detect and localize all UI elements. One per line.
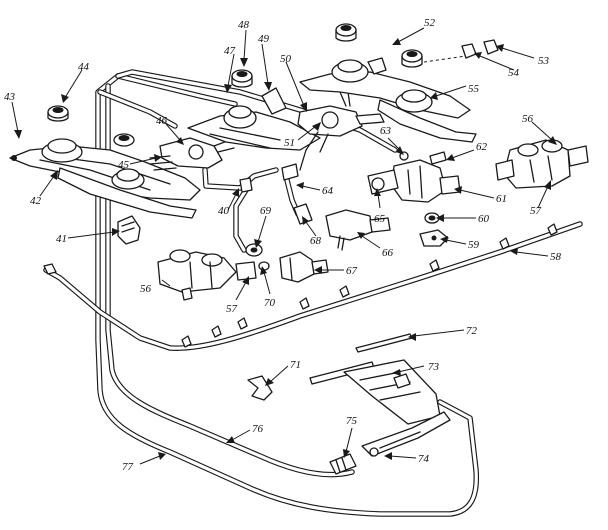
callout-63: 63 bbox=[380, 125, 392, 137]
callout-62: 62 bbox=[476, 141, 488, 153]
callout-50: 50 bbox=[280, 53, 292, 65]
burner-head-50 bbox=[297, 91, 385, 171]
regulator-61 bbox=[367, 151, 461, 203]
callout-76: 76 bbox=[252, 423, 264, 435]
rod-72 bbox=[355, 333, 413, 353]
callout-77: 77 bbox=[122, 461, 134, 473]
fitting-62 bbox=[429, 151, 447, 165]
callout-54: 54 bbox=[508, 67, 520, 79]
callout-65: 65 bbox=[374, 213, 386, 225]
callout-59: 59 bbox=[468, 239, 480, 251]
callout-51: 51 bbox=[284, 137, 295, 149]
callout-44: 44 bbox=[78, 61, 90, 73]
center-burner-47 bbox=[187, 87, 321, 151]
callout-labels: 44 43 42 41 45 46 47 48 49 50 51 52 53 5… bbox=[4, 17, 562, 473]
callout-42: 42 bbox=[30, 195, 42, 207]
callout-60: 60 bbox=[478, 213, 490, 225]
bracket-74 bbox=[361, 411, 451, 457]
callout-72: 72 bbox=[466, 325, 478, 337]
callout-69: 69 bbox=[260, 205, 272, 217]
orifice-tube-64 bbox=[281, 163, 313, 225]
leader-lines bbox=[11, 27, 557, 465]
callout-48: 48 bbox=[238, 19, 250, 31]
supply-tube-77 bbox=[95, 73, 480, 517]
bracket-71 bbox=[247, 375, 273, 401]
callout-68: 68 bbox=[310, 235, 322, 247]
manifold-pipe-58 bbox=[43, 221, 583, 351]
callout-56-left: 56 bbox=[140, 283, 152, 295]
callout-40: 40 bbox=[218, 205, 230, 217]
burner-bracket-42 bbox=[9, 138, 201, 219]
callout-57-left: 57 bbox=[226, 303, 238, 315]
clip-41 bbox=[117, 215, 141, 245]
callout-66: 66 bbox=[382, 247, 394, 259]
gas-tube-40 bbox=[202, 167, 279, 253]
callout-61: 61 bbox=[496, 193, 507, 205]
nut-70 bbox=[258, 261, 270, 271]
callout-55: 55 bbox=[468, 83, 480, 95]
grommet-52 bbox=[335, 23, 423, 68]
callout-57-right: 57 bbox=[530, 205, 542, 217]
callout-47: 47 bbox=[224, 45, 236, 57]
grommet-44 bbox=[47, 105, 69, 122]
fitting-75 bbox=[329, 453, 357, 475]
callout-71: 71 bbox=[290, 359, 301, 371]
callout-73: 73 bbox=[428, 361, 440, 373]
fitting-59 bbox=[419, 229, 449, 247]
valve-56-right bbox=[495, 139, 589, 189]
callout-56-right: 56 bbox=[522, 113, 534, 125]
callout-43: 43 bbox=[4, 91, 16, 103]
screws-53-54 bbox=[461, 39, 499, 59]
callout-67: 67 bbox=[346, 265, 358, 277]
callout-53: 53 bbox=[538, 55, 550, 67]
bracket-73 bbox=[309, 359, 441, 425]
nut-69 bbox=[245, 243, 263, 257]
callout-41: 41 bbox=[56, 233, 67, 245]
grommet-48 bbox=[231, 69, 253, 88]
callout-49: 49 bbox=[258, 33, 270, 45]
callout-45: 45 bbox=[118, 159, 130, 171]
callout-75: 75 bbox=[346, 415, 358, 427]
ignition-switch-46 bbox=[149, 137, 235, 171]
grommet-left-small bbox=[113, 133, 135, 147]
callout-74: 74 bbox=[418, 453, 430, 465]
burner-bracket-55 bbox=[299, 55, 477, 143]
supply-tube-76 bbox=[105, 83, 355, 478]
callout-46: 46 bbox=[156, 115, 168, 127]
callout-52: 52 bbox=[424, 17, 436, 29]
callout-64: 64 bbox=[322, 185, 334, 197]
callout-58: 58 bbox=[550, 251, 562, 263]
callout-70: 70 bbox=[264, 297, 276, 309]
valve-56-left bbox=[157, 249, 257, 301]
